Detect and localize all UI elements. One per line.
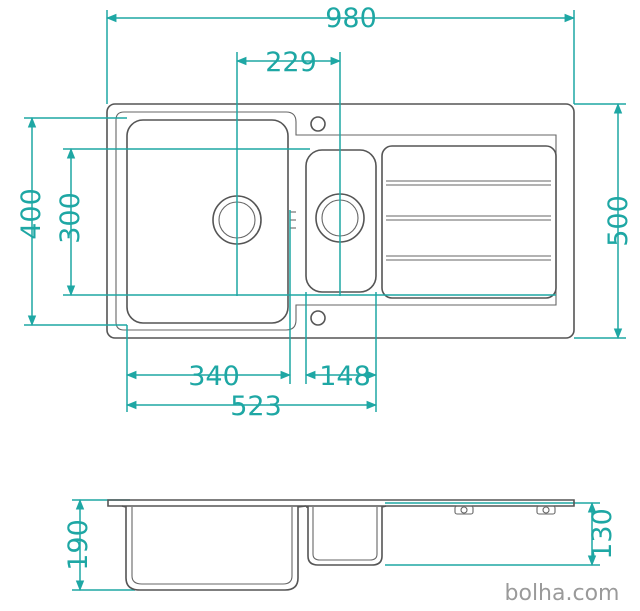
watermark: bolha.com — [505, 581, 620, 606]
tap-hole-top — [310, 116, 326, 132]
dim-total-width: 980 — [325, 3, 377, 34]
dimension-lines — [24, 10, 626, 592]
dim-main-depth: 400 — [16, 188, 47, 240]
small-bowl — [305, 149, 377, 293]
dim-small-bowl-width: 148 — [319, 361, 371, 392]
dim-bowl-spacing: 229 — [265, 47, 317, 78]
dim-main-bowl-height: 190 — [63, 519, 94, 571]
dimension-labels: 980 229 400 300 500 340 148 523 190 130 — [16, 3, 634, 571]
main-bowl-section — [121, 505, 307, 591]
dim-main-bowl-width: 340 — [188, 361, 240, 392]
dim-total-depth: 500 — [603, 195, 634, 247]
dim-small-depth: 300 — [55, 192, 86, 244]
main-bowl — [126, 119, 289, 324]
tap-hole-bottom — [310, 310, 326, 326]
drainboard — [381, 145, 557, 299]
side-view — [107, 499, 575, 591]
small-bowl-section — [306, 505, 387, 566]
dim-bowls-span: 523 — [230, 391, 282, 422]
dim-small-bowl-height: 130 — [587, 508, 618, 560]
